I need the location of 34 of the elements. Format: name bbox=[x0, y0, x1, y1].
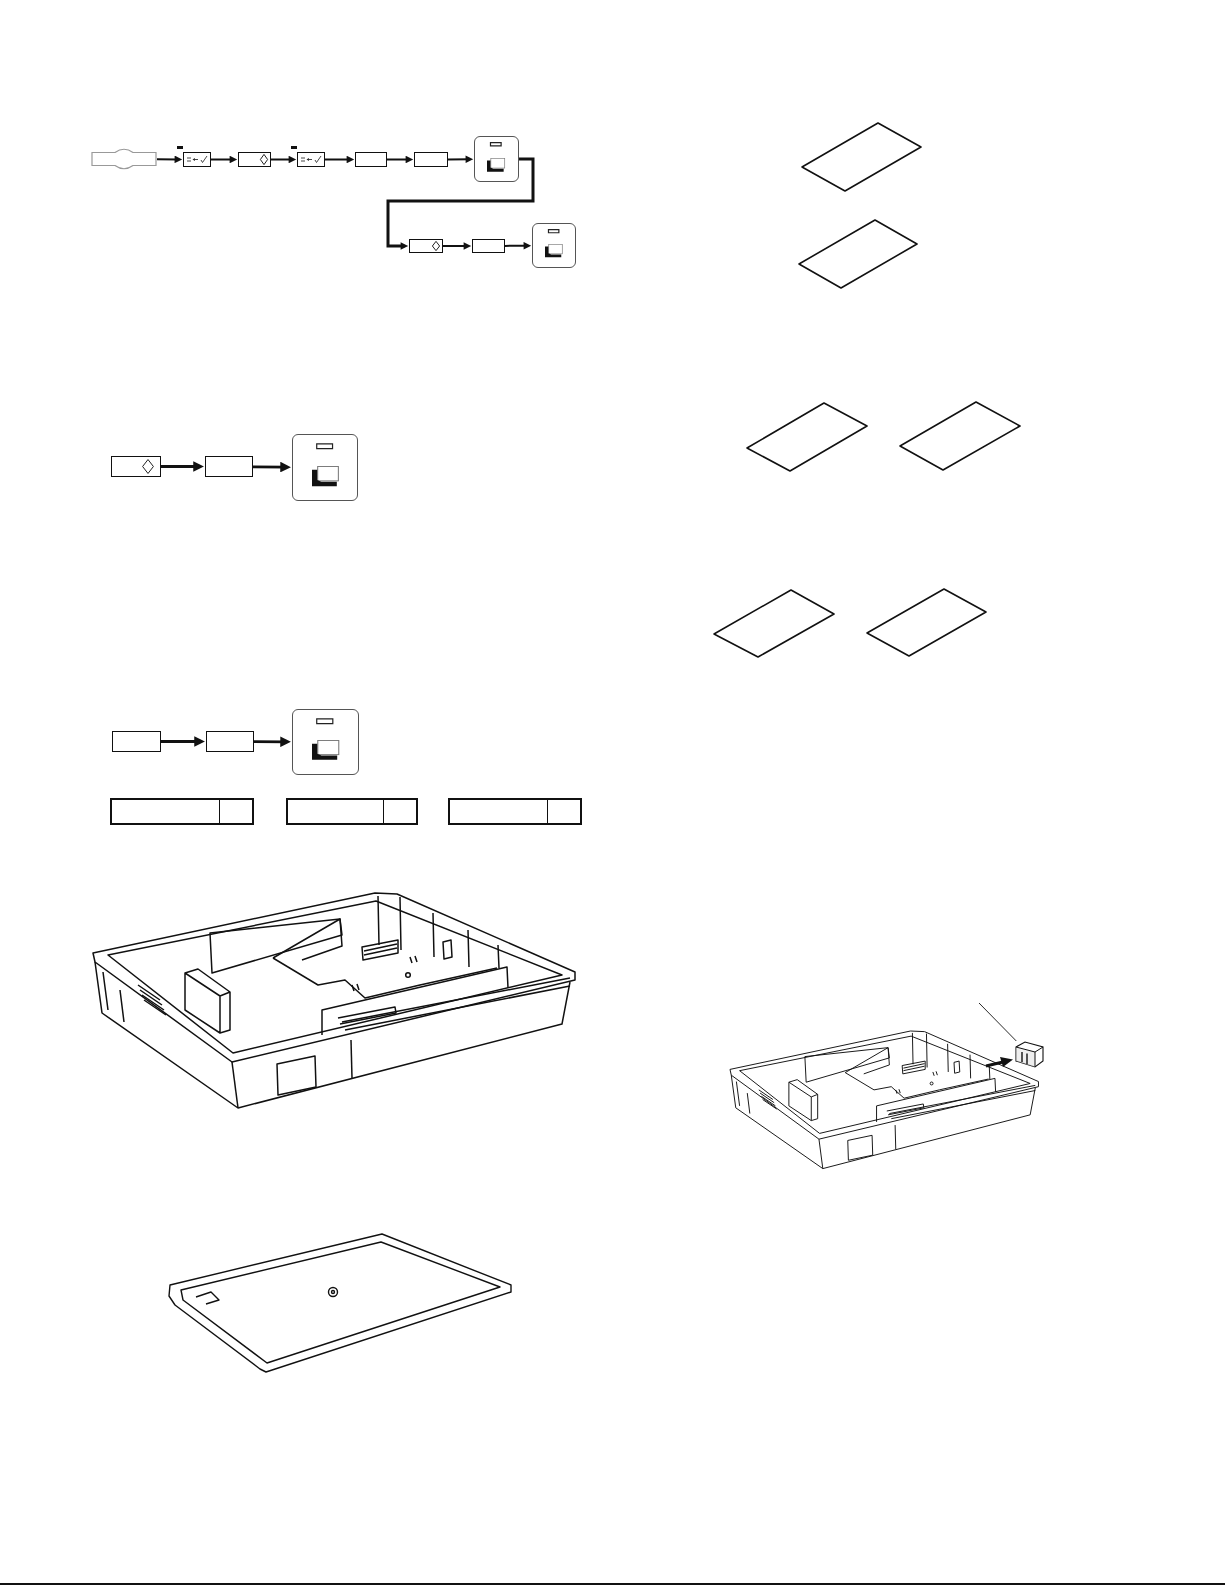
key-outline bbox=[91, 149, 157, 169]
arrow bbox=[156, 155, 183, 164]
arrow bbox=[210, 155, 238, 164]
table-frame bbox=[286, 798, 418, 825]
arrow bbox=[161, 736, 205, 747]
arrow bbox=[447, 155, 474, 164]
process-box bbox=[472, 239, 505, 253]
process-box bbox=[355, 152, 387, 167]
arrow bbox=[504, 241, 532, 250]
process-box bbox=[111, 456, 161, 477]
arrow bbox=[270, 155, 297, 164]
process-box bbox=[297, 152, 325, 167]
key-panel bbox=[292, 709, 359, 775]
arrow bbox=[253, 461, 291, 473]
process-box bbox=[205, 456, 253, 477]
table-frame bbox=[448, 798, 582, 825]
process-box bbox=[414, 152, 448, 167]
key-panel bbox=[532, 223, 576, 268]
part-drawing bbox=[1015, 1041, 1044, 1068]
arrow bbox=[254, 736, 291, 748]
arrow bbox=[442, 242, 472, 250]
process-box bbox=[409, 239, 443, 253]
arrow bbox=[386, 155, 414, 164]
elbow-arrow bbox=[386, 157, 535, 250]
arrow bbox=[324, 155, 355, 164]
key-panel bbox=[292, 434, 358, 501]
arrow bbox=[161, 461, 204, 472]
leader-line bbox=[978, 1002, 1017, 1042]
process-box bbox=[183, 152, 211, 167]
process-box bbox=[206, 731, 254, 752]
table-frame bbox=[110, 798, 254, 825]
process-box bbox=[112, 731, 161, 752]
key-panel bbox=[474, 136, 519, 182]
process-box bbox=[238, 152, 271, 167]
